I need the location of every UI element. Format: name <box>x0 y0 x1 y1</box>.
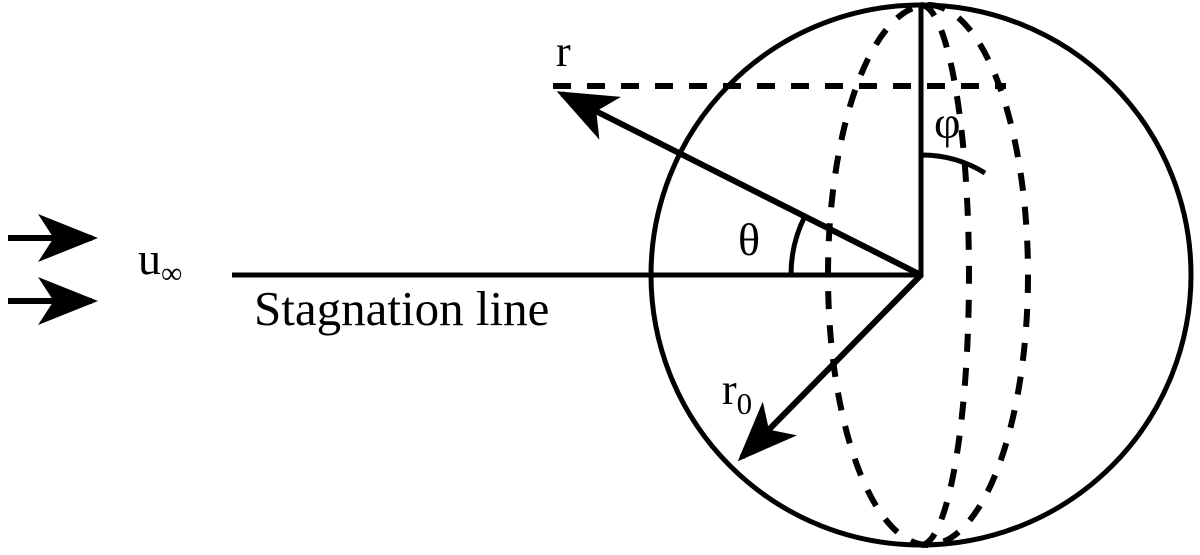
phi-meridian-arc-dashed <box>920 2 972 548</box>
azimuthal-angle-label: φ <box>934 97 961 148</box>
sphere-radius-label: r0 <box>722 368 752 419</box>
freestream-velocity-label: u∞ <box>138 236 182 289</box>
radial-coordinate-label: r <box>556 27 571 76</box>
freestream-velocity-subscript: ∞ <box>161 257 183 290</box>
phi-angle-arc <box>920 152 987 176</box>
sphere-radius-symbol: r <box>722 365 737 414</box>
sphere-radius-vector-arrow <box>737 272 924 462</box>
stagnation-line-label: Stagnation line <box>254 281 550 336</box>
freestream-velocity-symbol: u <box>138 233 161 284</box>
radial-vector-arrow <box>556 91 923 278</box>
polar-angle-label: θ <box>738 214 761 265</box>
sphere-radius-subscript: 0 <box>736 385 753 421</box>
theta-angle-arc <box>788 214 808 276</box>
